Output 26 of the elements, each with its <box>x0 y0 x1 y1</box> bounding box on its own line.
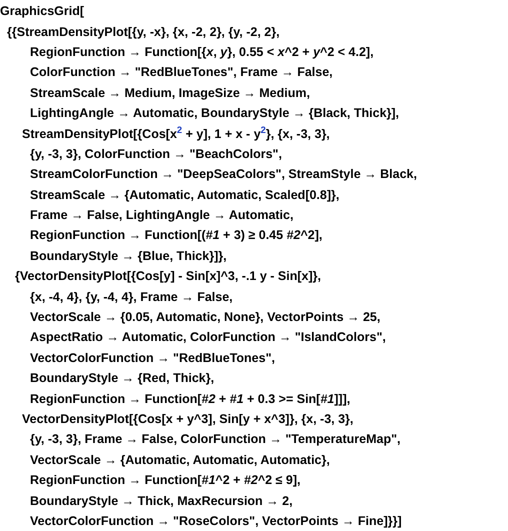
code-line: Frame → False, LightingAngle → Automatic, <box>30 207 294 224</box>
code-line: ColorFunction → "RedBlueTones", Frame → False, <box>30 64 333 80</box>
code-line: {{StreamDensityPlot[{y, -x}, {x, -2, 2}, {y, -2, 2}, <box>7 24 280 40</box>
code-line: {VectorDensityPlot[{Cos[y] - Sin[x]^3, -.1 y - Sin[x]}, <box>15 268 321 284</box>
code-line: {x, -4, 4}, {y, -4, 4}, Frame → False, <box>30 288 233 305</box>
code-line: StreamDensityPlot[{Cos[x$^{2}$ + y], 1 + x - y$^{2}$}, {x, -3, 3}, <box>22 126 330 142</box>
code-line: StreamScale → Medium, ImageSize → Medium, <box>30 84 310 101</box>
code-line: VectorColorFunction → "RoseColors", VectorPoints → Fine]}}] <box>30 512 402 529</box>
code-line: StreamScale → {Automatic, Automatic, Scaled[0.8]}, <box>30 186 340 203</box>
code-line: RegionFunction → Function[(#1 + 3) ≥ 0.45 #2^2], <box>30 227 322 244</box>
code-line: VectorScale → {Automatic, Automatic, Automatic}, <box>30 452 330 468</box>
code-line: BoundaryStyle → {Blue, Thick}]}, <box>30 248 227 264</box>
code-line: LightingAngle → Automatic, BoundaryStyle → {Black, Thick}], <box>30 105 400 122</box>
code-line: {y, -3, 3}, ColorFunction → "BeachColors", <box>30 146 282 162</box>
code-line: RegionFunction → Function[#1^2 + #2^2 ≤ 9], <box>30 472 300 488</box>
code-line: RegionFunction → Function[{x, y}, 0.55 < x^2 + y^2 < 4.2], <box>30 44 374 60</box>
code-line: GraphicsGrid[ <box>0 3 84 20</box>
code-line: RegionFunction → Function[#2 + #1 + 0.3 >= Sin[#1]]], <box>30 390 350 407</box>
code-line: VectorScale → {0.05, Automatic, None}, VectorPoints → 25, <box>30 309 380 326</box>
code-line: BoundaryStyle → Thick, MaxRecursion → 2, <box>30 492 293 509</box>
code-line: {y, -3, 3}, Frame → False, ColorFunction → "TemperatureMap", <box>30 431 400 448</box>
code-line: VectorDensityPlot[{Cos[x + y^3], Sin[y + x^3]}, {x, -3, 3}, <box>22 411 354 427</box>
code-line: VectorColorFunction → "RedBlueTones", <box>30 350 275 366</box>
code-line: StreamColorFunction → "DeepSeaColors", StreamStyle → Black, <box>30 166 417 182</box>
code-line: BoundaryStyle → {Red, Thick}, <box>30 370 214 386</box>
code-line: AspectRatio → Automatic, ColorFunction → "IslandColors", <box>30 329 386 346</box>
